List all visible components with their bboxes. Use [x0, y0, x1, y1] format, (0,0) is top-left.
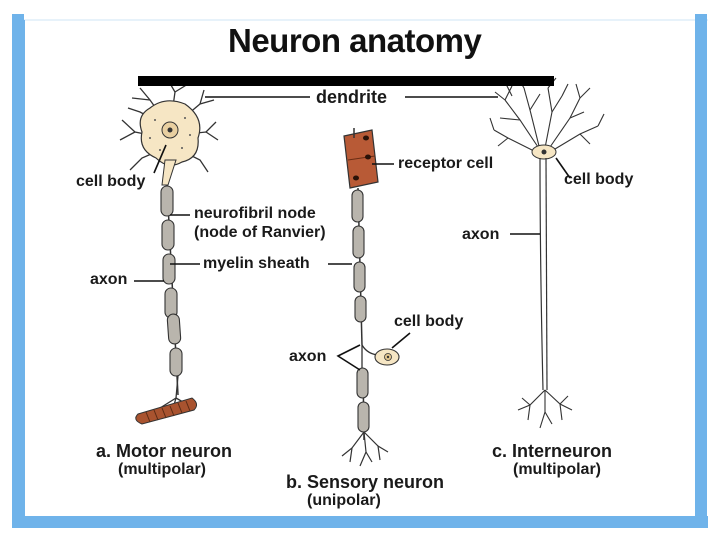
leader-axon-mid [336, 344, 361, 371]
label-cell-body-left: cell body [76, 173, 146, 190]
leader-lines [134, 96, 571, 371]
label-cell-body-mid: cell body [394, 313, 464, 330]
sensory-myelin-upper [351, 189, 367, 323]
label-receptor-cell: receptor cell [398, 155, 494, 172]
motor-myelin-segments [160, 185, 183, 377]
motor-neuron [119, 79, 219, 425]
label-dendrite: dendrite [316, 87, 388, 107]
caption-sensory-neuron: b. Sensory neuron [286, 472, 445, 492]
label-myelin-sheath: myelin sheath [203, 255, 310, 272]
title-underline-bar [138, 76, 554, 86]
caption-motor-neuron-type: (multipolar) [118, 461, 206, 478]
label-axon-mid: axon [289, 348, 327, 365]
leader-cell-body-right [555, 157, 571, 179]
caption-interneuron: c. Interneuron [492, 441, 613, 461]
sensory-neuron [341, 128, 400, 467]
muscle-fiber [135, 397, 198, 425]
label-axon-right: axon [462, 226, 500, 243]
interneuron-dendrites [489, 77, 605, 153]
caption-interneuron-type: (multipolar) [513, 461, 601, 478]
label-axon-left: axon [90, 271, 128, 288]
receptor-cell [343, 128, 379, 189]
slide-frame [12, 14, 708, 528]
interneuron-terminals [517, 389, 573, 429]
interneuron [489, 77, 605, 429]
caption-motor-neuron: a. Motor neuron [96, 441, 232, 461]
label-neurofibril-node: neurofibril node [194, 205, 316, 222]
leader-cell-body-mid [391, 332, 411, 349]
page-title: Neuron anatomy [228, 22, 482, 59]
leader-cell-body-left [153, 144, 167, 174]
sensory-myelin-lower [356, 367, 370, 433]
label-cell-body-right: cell body [564, 171, 634, 188]
caption-sensory-neuron-type: (unipolar) [307, 492, 381, 509]
label-node-of-ranvier: (node of Ranvier) [194, 224, 326, 241]
